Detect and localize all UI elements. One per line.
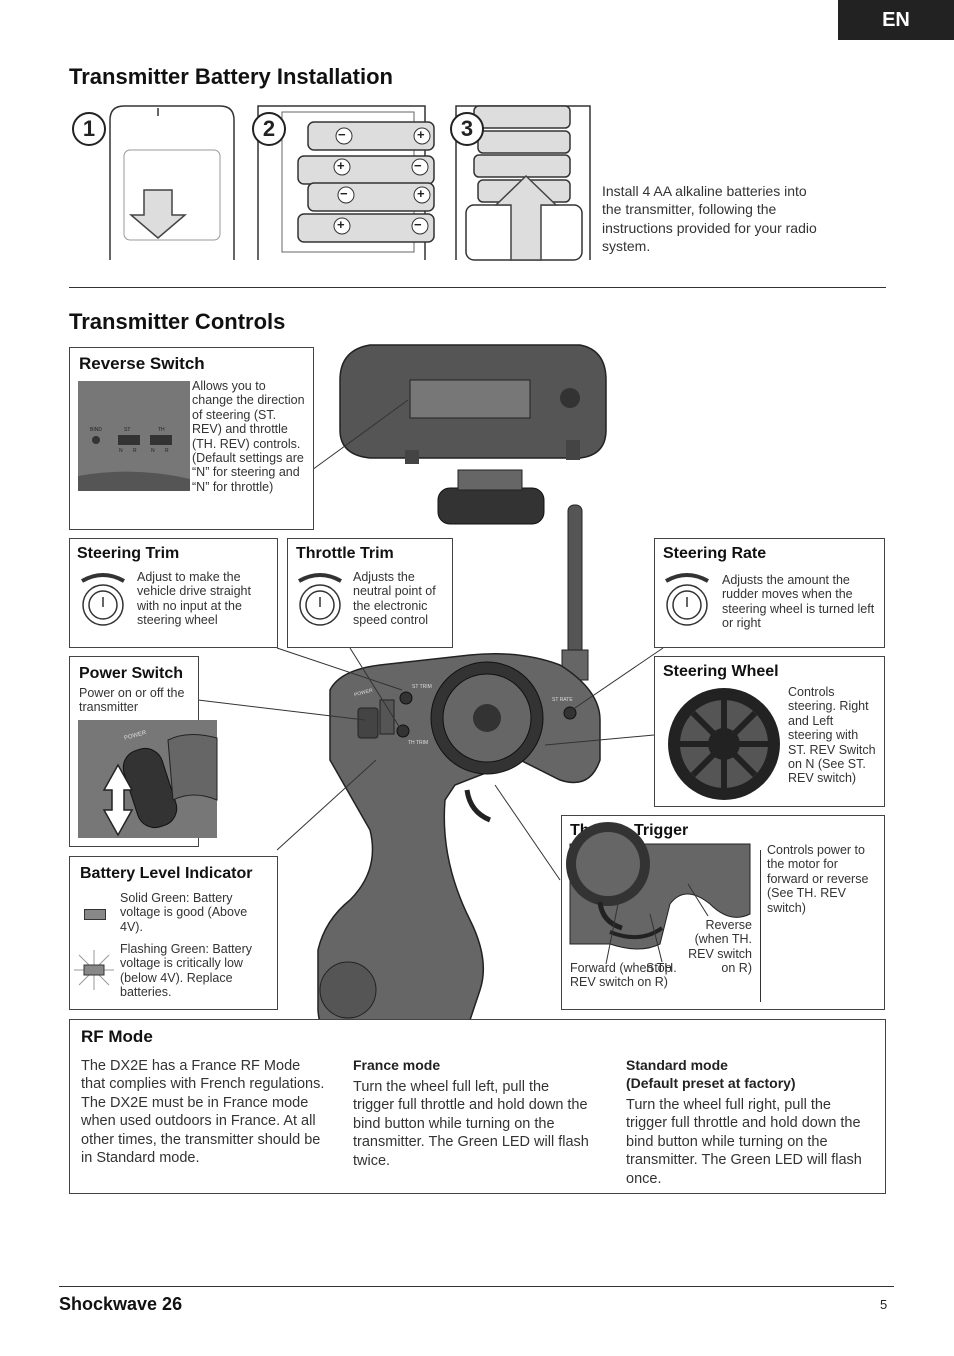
tx-th-trim-label: TH TRIM: [408, 740, 429, 746]
throttle-trigger-text: Controls power to the motor for forward …: [767, 843, 869, 915]
battery-minus-sign: −: [340, 186, 348, 201]
power-switch-text: Power on or off the transmitter: [79, 686, 185, 715]
steering-trim-title: Steering Trim: [77, 545, 180, 562]
steering-trim-text: Adjust to make the vehicle drive straigh…: [137, 570, 251, 628]
france-mode-text: Turn the wheel full left, pull the trigg…: [353, 1079, 589, 1169]
throttle-forward-label: Forward (when TH. REV switch on R): [570, 961, 677, 990]
footer-divider: [59, 1286, 894, 1287]
battery-instruction: Install 4 AA alkaline batteries into the…: [602, 183, 817, 254]
footer-product-name: Shockwave 26: [59, 1294, 183, 1314]
reverse-st-r-label: R: [133, 448, 137, 454]
reverse-th-n-label: N: [151, 448, 155, 454]
reverse-bind-label: BIND: [90, 427, 102, 433]
standard-mode-subtitle: (Default preset at factory): [626, 1075, 796, 1091]
battery-plus-sign: +: [417, 186, 425, 201]
section-divider: [69, 287, 886, 288]
power-switch-title: Power Switch: [79, 665, 184, 682]
reverse-st-label: ST: [124, 427, 131, 433]
tx-st-rate-label: ST RATE: [552, 697, 573, 703]
page-number: 5: [880, 1297, 888, 1312]
battery-plus-sign: +: [417, 127, 425, 142]
battery-level-title: Battery Level Indicator: [80, 865, 253, 882]
rf-mode-intro: The DX2E has a France RF Mode that compl…: [81, 1058, 325, 1167]
battery-section-title: Transmitter Battery Installation: [69, 64, 393, 89]
throttle-trim-box: Throttle Trim Adjusts the neutral point …: [287, 538, 453, 648]
controls-section-title: Transmitter Controls: [69, 309, 286, 334]
battery-minus-sign: −: [414, 158, 422, 173]
reverse-switch-title: Reverse Switch: [79, 354, 205, 373]
battery-plus-sign: +: [337, 217, 345, 232]
battery-level-solid: Solid Green: Battery voltage is good (Ab…: [120, 891, 248, 934]
france-mode-title: France mode: [353, 1057, 441, 1073]
led-solid-icon: [84, 909, 106, 920]
step-number-1: 1: [72, 112, 106, 146]
step-number-3: 3: [450, 112, 484, 146]
steering-trim-box: Steering Trim Adjust to make the vehicle…: [69, 538, 278, 648]
steering-rate-text: Adjusts the amount the rudder moves when…: [722, 573, 875, 631]
reverse-switch-box: Reverse Switch BIND ST TH N R N R Allows…: [69, 347, 314, 530]
step-number-2: 2: [252, 112, 286, 146]
steering-rate-box: Steering Rate Adjusts the amount the rud…: [654, 538, 885, 648]
throttle-trigger-box: Throttle Trigger Controls power to the m…: [561, 815, 885, 1010]
standard-mode-title: Standard mode: [626, 1057, 728, 1073]
rf-mode-title: RF Mode: [81, 1027, 153, 1046]
standard-mode-text: Turn the wheel full right, pull the trig…: [626, 1097, 862, 1187]
reverse-th-label: TH: [158, 427, 165, 433]
battery-minus-sign: −: [414, 217, 422, 232]
tx-st-trim-label: ST TRIM: [412, 684, 432, 690]
throttle-trim-text: Adjusts the neutral point of the electro…: [353, 570, 436, 628]
steering-rate-title: Steering Rate: [663, 545, 767, 562]
language-tab: EN: [838, 0, 954, 40]
battery-minus-sign: −: [338, 127, 346, 142]
steering-wheel-box: Steering Wheel Controls steering. Right …: [654, 656, 885, 807]
throttle-divider: [760, 850, 761, 1002]
steering-wheel-title: Steering Wheel: [663, 663, 779, 680]
battery-level-flashing: Flashing Green: Battery voltage is criti…: [120, 942, 253, 1000]
rf-mode-box: RF Mode The DX2E has a France RF Mode th…: [69, 1019, 886, 1194]
reverse-th-r-label: R: [165, 448, 169, 454]
battery-plus-sign: +: [337, 158, 345, 173]
throttle-stop-label: Stop: [646, 961, 672, 975]
throttle-trim-title: Throttle Trim: [296, 545, 394, 562]
power-switch-box: Power Switch Power on or off the transmi…: [69, 656, 218, 847]
reverse-st-n-label: N: [119, 448, 123, 454]
reverse-switch-text: Allows you to change the direction of st…: [192, 379, 305, 494]
battery-level-box: Battery Level Indicator Solid Green: Bat…: [69, 856, 278, 1010]
throttle-reverse-label: Reverse (when TH. REV switch on R): [688, 918, 752, 976]
steering-wheel-text: Controls steering. Right and Left steeri…: [788, 685, 876, 786]
